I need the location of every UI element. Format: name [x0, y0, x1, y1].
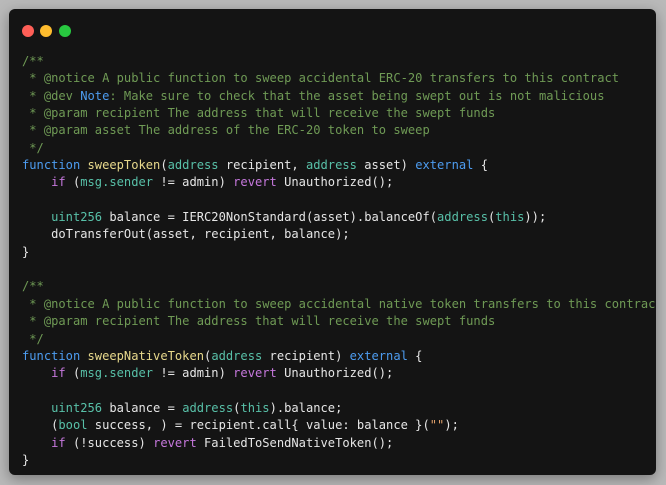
code-token: this: [240, 400, 270, 415]
code-line: uint256 balance = IERC20NonStandard(asse…: [22, 209, 650, 226]
code-token: function: [22, 348, 88, 363]
code-token: "": [429, 418, 445, 433]
code-line: [22, 192, 650, 209]
code-token: (: [65, 366, 81, 381]
code-token: external: [415, 158, 474, 173]
code-token: );: [444, 418, 459, 433]
code-token: uint256: [51, 210, 103, 225]
code-token: address: [211, 348, 263, 363]
code-line: * @notice A public function to sweep acc…: [22, 70, 650, 87]
code-line: (bool success, ) = recipient.call{ value…: [22, 417, 650, 434]
code-line: */: [22, 140, 650, 157]
code-token: msg.sender: [80, 366, 154, 381]
code-token: {: [473, 158, 488, 173]
code-window: /** * @notice A public function to sweep…: [9, 9, 656, 475]
close-dot-icon[interactable]: [22, 25, 34, 37]
code-line: [22, 261, 650, 278]
code-token: Unauthorized();: [276, 175, 394, 190]
code-line: * @param recipient The address that will…: [22, 105, 650, 122]
code-token: this: [495, 210, 525, 225]
code-token: */: [22, 331, 44, 346]
code-token: * @dev: [22, 88, 81, 103]
code-token: * @notice A public function to sweep acc…: [22, 71, 620, 86]
code-token: (: [160, 158, 168, 173]
code-token: [22, 401, 51, 415]
code-token: [22, 175, 51, 189]
code-token: }: [22, 452, 30, 467]
code-line: /**: [22, 278, 650, 295]
code-line: [22, 383, 650, 400]
code-token: doTransferOut(asset, recipient, balance)…: [22, 227, 350, 242]
code-line: if (msg.sender != admin) revert Unauthor…: [22, 174, 650, 191]
code-token: * @param recipient The address that will…: [22, 314, 496, 329]
code-line: if (msg.sender != admin) revert Unauthor…: [22, 365, 650, 382]
code-token: {: [407, 348, 423, 363]
code-line: doTransferOut(asset, recipient, balance)…: [22, 226, 650, 243]
code-token: (: [233, 400, 241, 415]
code-token: Unauthorized();: [276, 366, 394, 381]
code-token: address: [305, 158, 357, 173]
code-token: function: [22, 158, 88, 173]
code-token: address: [182, 400, 234, 415]
code-token: (: [488, 210, 496, 225]
code-token: if: [51, 435, 66, 450]
code-block: /** * @notice A public function to sweep…: [22, 53, 656, 469]
code-token: : Make sure to check that the asset bein…: [109, 88, 605, 103]
code-token: revert: [233, 366, 277, 381]
code-token: uint256: [51, 400, 103, 415]
code-token: recipient): [262, 348, 350, 363]
code-line: * @param asset The address of the ERC-20…: [22, 122, 650, 139]
code-line: * @dev Note: Make sure to check that the…: [22, 88, 650, 105]
code-token: * @param recipient The address that will…: [22, 106, 496, 121]
code-line: if (!success) revert FailedToSendNativeT…: [22, 435, 650, 452]
code-line: /**: [22, 53, 650, 70]
code-token: [22, 210, 51, 224]
minimize-dot-icon[interactable]: [40, 25, 52, 37]
code-token: if: [51, 366, 66, 381]
code-token: sweepNativeToken: [87, 348, 205, 363]
code-line: * @notice A public function to sweep acc…: [22, 296, 656, 313]
code-line: uint256 balance = address(this).balance;: [22, 400, 650, 417]
code-line: */: [22, 331, 650, 348]
code-token: revert: [233, 175, 277, 190]
code-token: address: [437, 210, 488, 225]
code-token: (: [65, 175, 81, 190]
window-titlebar: [9, 9, 656, 49]
code-line: * @param recipient The address that will…: [22, 313, 650, 330]
code-token: msg.sender: [80, 175, 154, 190]
code-token: * @param asset The address of the ERC-20…: [22, 123, 430, 138]
code-line: function sweepToken(address recipient, a…: [22, 157, 650, 174]
code-token: address: [167, 158, 219, 173]
code-token: recipient,: [218, 158, 306, 173]
code-token: Note: [80, 88, 110, 103]
code-token: != admin): [153, 175, 234, 190]
code-token: */: [22, 140, 44, 155]
code-token: ).balance;: [269, 400, 343, 415]
code-token: sweepToken: [87, 158, 161, 173]
code-token: bool: [58, 418, 88, 433]
code-token: balance = IERC20NonStandard(asset).balan…: [102, 210, 438, 225]
code-token: != admin): [153, 366, 234, 381]
code-line: }: [22, 244, 650, 261]
maximize-dot-icon[interactable]: [59, 25, 71, 37]
code-token: }: [22, 244, 30, 259]
code-token: [22, 366, 51, 380]
code-token: asset): [356, 158, 416, 173]
code-token: FailedToSendNativeToken();: [196, 435, 394, 450]
code-line: }: [22, 452, 650, 469]
code-line: function sweepNativeToken(address recipi…: [22, 348, 650, 365]
code-token: ));: [524, 210, 547, 225]
code-token: /**: [22, 279, 44, 294]
code-token: success, ) = recipient.call{ value: bala…: [87, 418, 430, 433]
code-token: [22, 436, 51, 450]
code-token: (!success): [65, 435, 154, 450]
code-token: revert: [153, 435, 197, 450]
code-token: (: [22, 418, 59, 433]
code-token: * @notice A public function to sweep acc…: [22, 296, 656, 311]
code-token: external: [349, 348, 408, 363]
code-token: if: [51, 175, 66, 190]
code-token: /**: [22, 54, 44, 68]
code-token: balance =: [102, 400, 183, 415]
code-token: (: [204, 348, 212, 363]
